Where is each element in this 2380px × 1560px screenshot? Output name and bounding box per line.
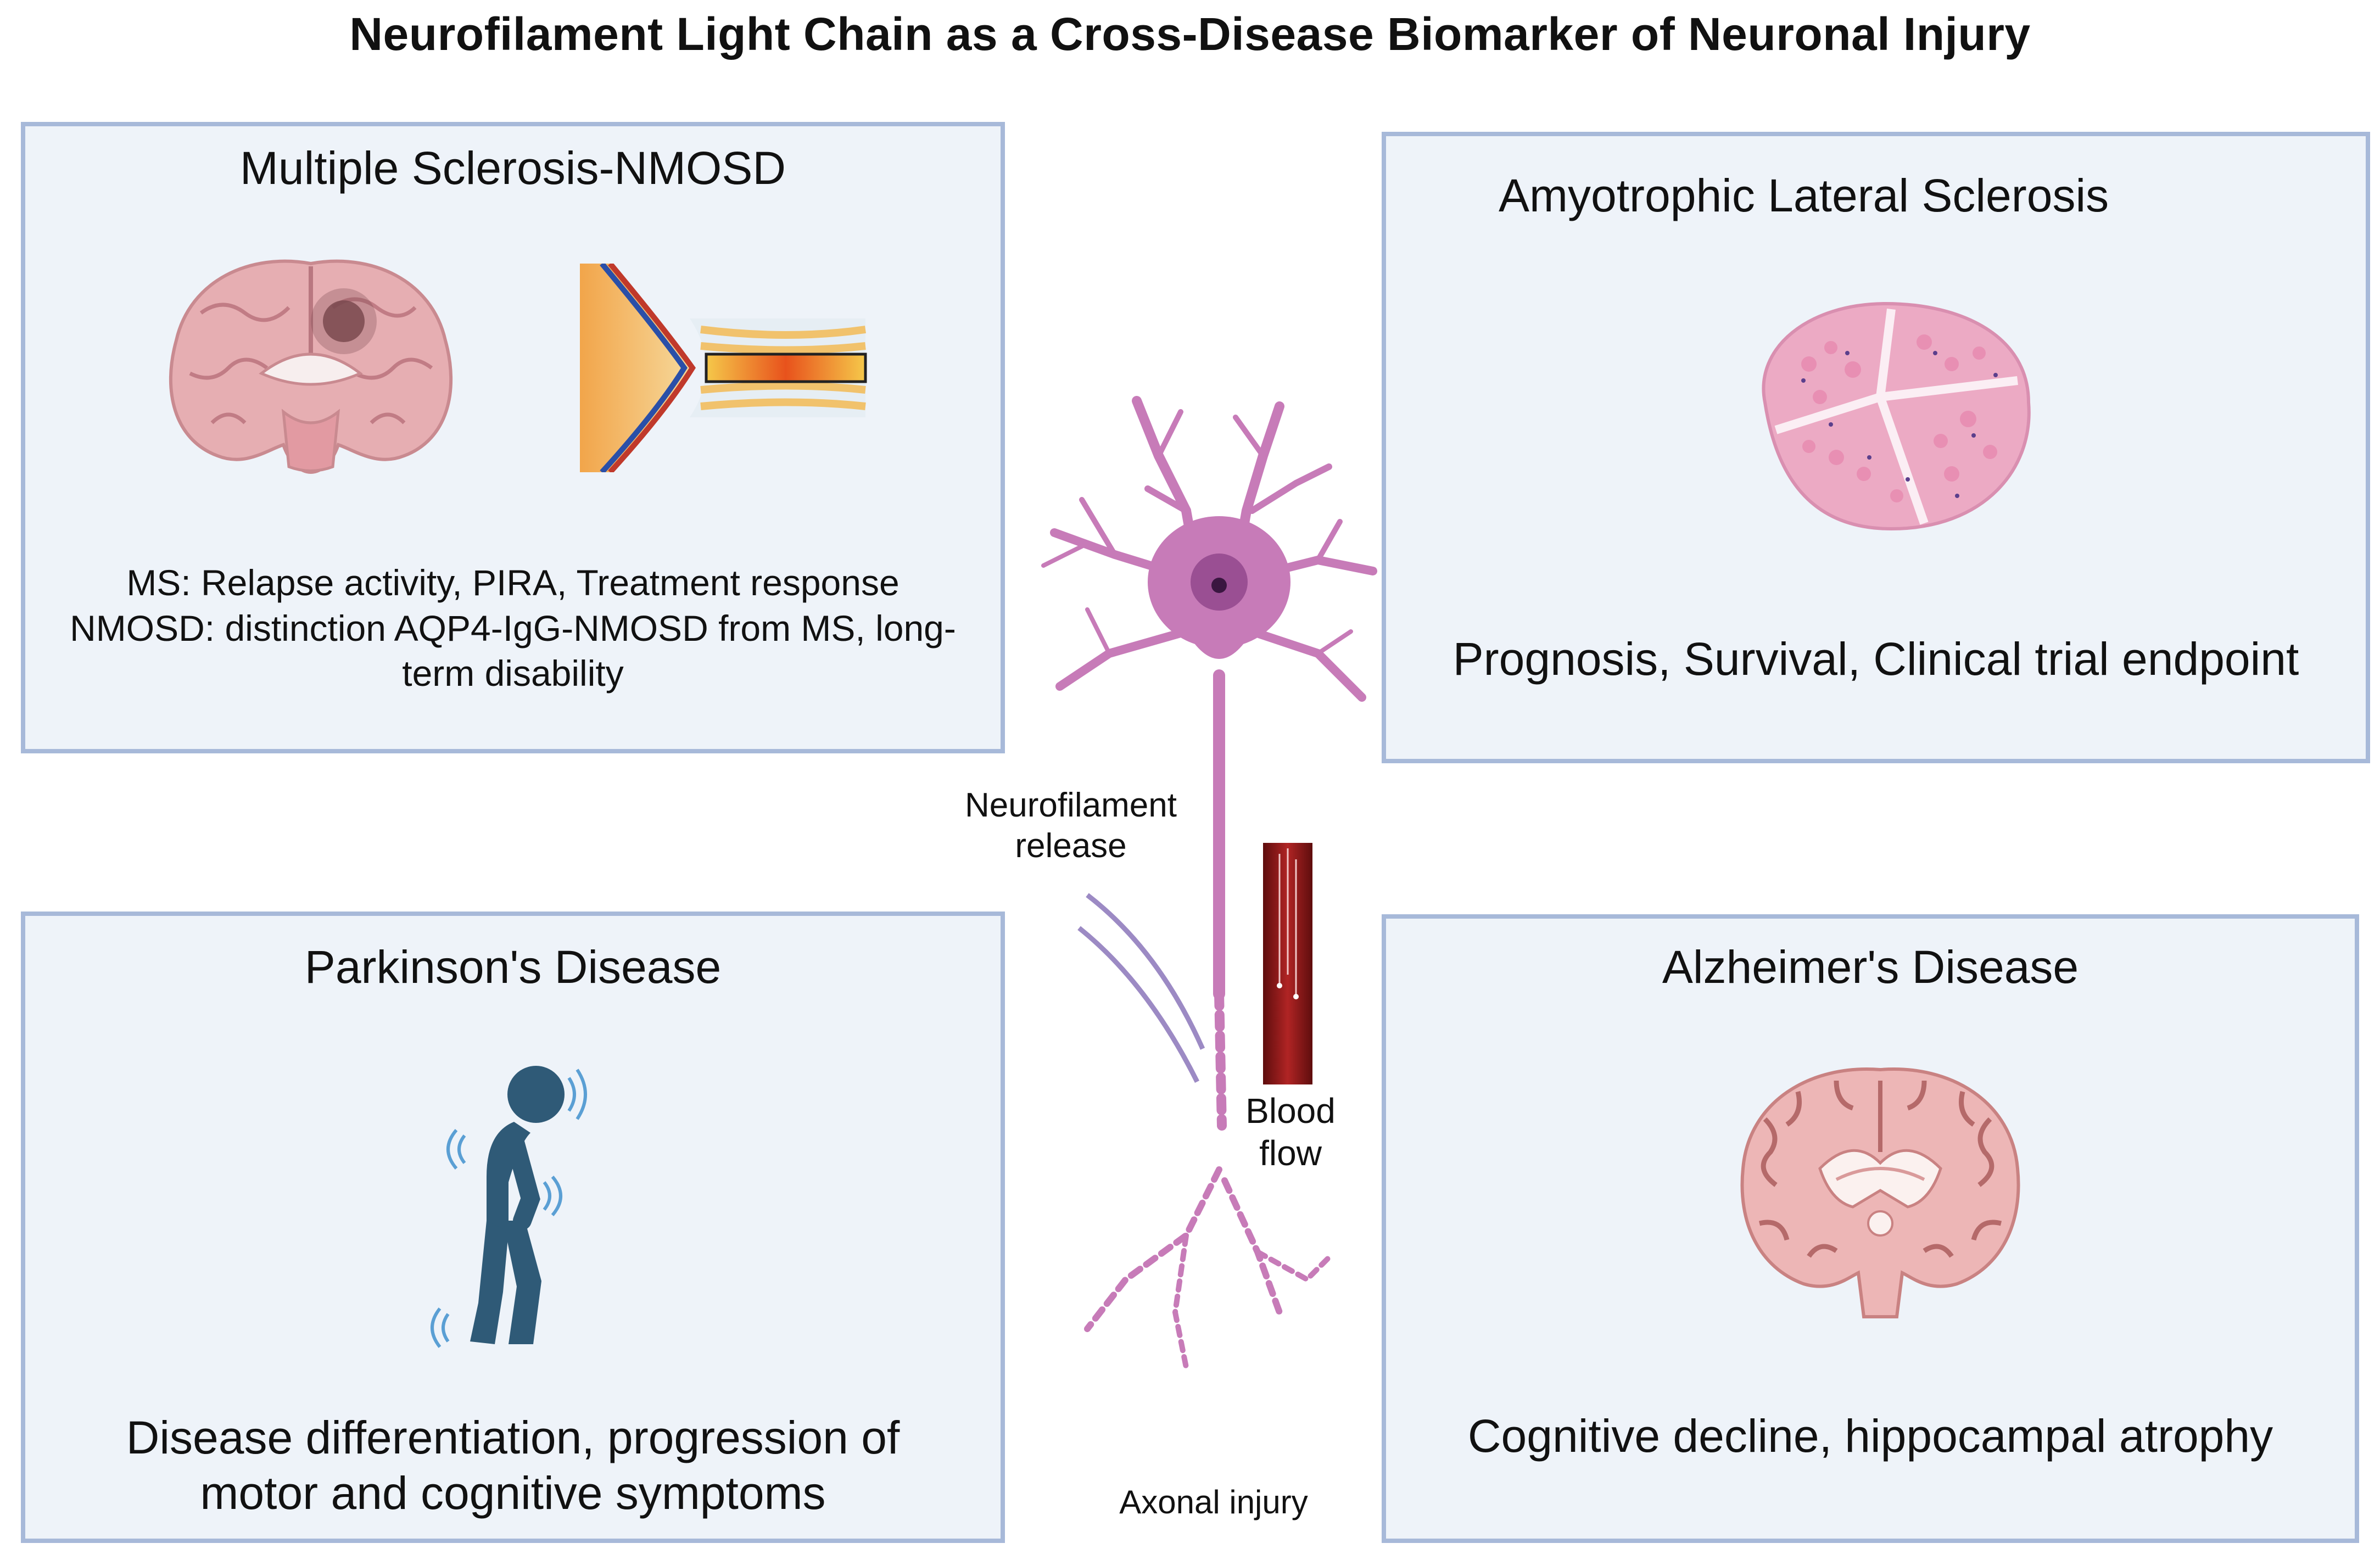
- blood-line-2: flow: [1259, 1133, 1322, 1173]
- blood-vessel-icon: [1263, 843, 1312, 1084]
- page-title: Neurofilament Light Chain as a Cross-Dis…: [349, 8, 2031, 60]
- release-line-2: release: [1015, 827, 1127, 865]
- ms-line-1: MS: Relapse activity, PIRA, Treatment re…: [126, 562, 900, 603]
- panel-parkinsons: Parkinson's Disease Disease differentiat…: [21, 912, 1005, 1543]
- panel-title: Parkinson's Disease: [304, 941, 722, 993]
- release-line-1: Neurofilament: [965, 786, 1177, 824]
- panel-ms-nmosd: Multiple Sclerosis-NMOSD MS: Relapse act…: [21, 122, 1005, 753]
- panel-title: Amyotrophic Lateral Sclerosis: [1499, 170, 2109, 221]
- pd-line-2: motor and cognitive symptoms: [200, 1467, 826, 1519]
- blood-flow-label: Blood flow: [1208, 1090, 1373, 1175]
- atrophic-brain-icon: [1740, 1067, 2020, 1318]
- muscle-tissue-icon: [1762, 301, 2031, 531]
- als-description: Prognosis, Survival, Clinical trial endp…: [1452, 633, 2299, 685]
- blood-line-1: Blood: [1245, 1091, 1336, 1131]
- panel-title: Alzheimer's Disease: [1662, 941, 2079, 993]
- ms-description: MS: Relapse activity, PIRA, Treatment re…: [25, 560, 1001, 696]
- optic-nerve-icon: [580, 264, 867, 472]
- ad-description: Cognitive decline, hippocampal atrophy: [1467, 1410, 2273, 1462]
- axonal-injury-label: Axonal injury: [1119, 1484, 1308, 1520]
- panel-als: Amyotrophic Lateral Sclerosis Prognosis,…: [1382, 132, 2370, 763]
- brain-lesion-icon: [169, 259, 452, 474]
- ms-line-2: NMOSD: distinction AQP4-IgG-NMOSD from M…: [70, 607, 956, 648]
- panel-title: Multiple Sclerosis-NMOSD: [239, 142, 786, 194]
- pd-description: Disease differentiation, progression of …: [25, 1410, 1001, 1521]
- parkinson-figure-icon: [431, 1066, 587, 1348]
- neuron-icon: [1041, 396, 1377, 1370]
- ms-line-3: term disability: [402, 653, 624, 694]
- pd-line-1: Disease differentiation, progression of: [126, 1412, 900, 1463]
- neurofilament-release-label: Neurofilament release: [934, 785, 1208, 867]
- panel-alzheimers: Alzheimer's Disease Cognitive decline, h…: [1382, 914, 2359, 1543]
